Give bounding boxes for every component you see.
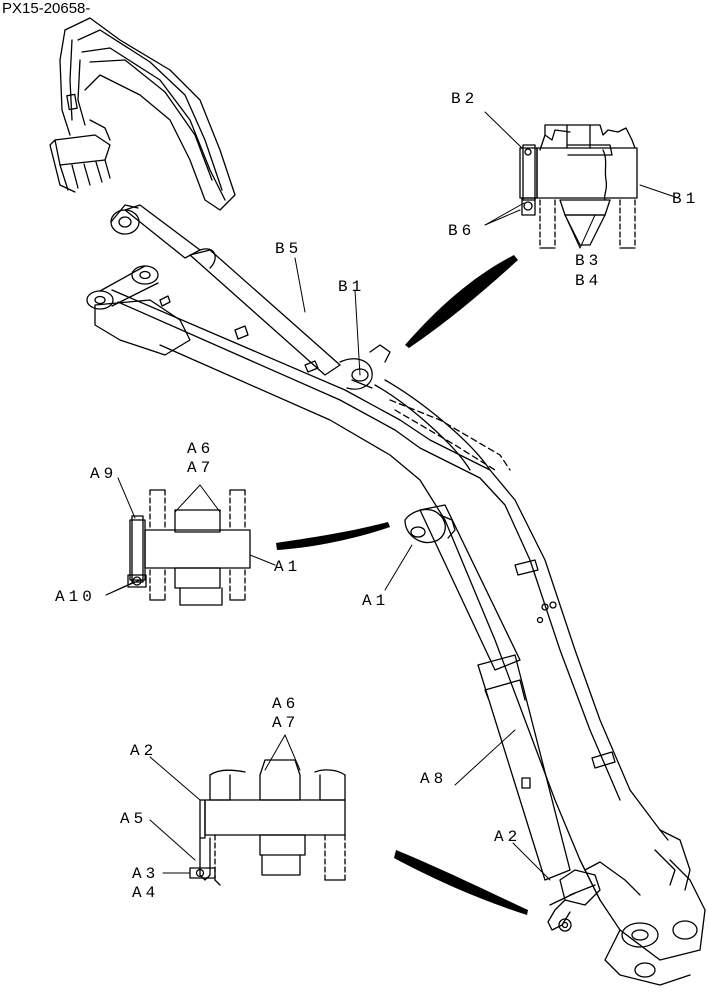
detail-pointers [276,255,528,915]
callout-a8: A8 [420,770,448,788]
callout-a6-top: A6 [187,440,215,458]
callout-b1-main: B1 [338,278,366,296]
callout-b6: B6 [448,222,476,240]
boom-cylinder [405,505,600,931]
detail-a-upper [128,490,250,605]
boom-body [87,266,705,985]
document-id: PX15-20658- [2,0,91,17]
callout-b5: B5 [275,240,303,258]
callout-a1-detail: A1 [274,558,302,576]
detail-b [520,125,637,248]
callout-a10: A10 [55,588,96,606]
arm-cylinder [111,205,390,389]
callout-a4: A4 [132,884,160,902]
callout-a2-main: A2 [494,828,522,846]
callout-a3: A3 [132,865,160,883]
callout-a6-bottom: A6 [272,695,300,713]
callout-a7-bottom: A7 [272,714,300,732]
callout-a7-top: A7 [187,459,215,477]
callout-b3: B3 [575,252,603,270]
callout-b1-detail: B1 [672,190,700,208]
detail-a-lower [190,760,345,885]
callout-b4: B4 [575,272,603,290]
thumbnail-boom [50,18,235,210]
callout-a9: A9 [90,465,118,483]
leader-lines [106,112,678,880]
callout-b2: B2 [451,90,479,108]
callout-a5: A5 [120,810,148,828]
callout-a2-detail: A2 [130,742,158,760]
callout-a1-main: A1 [362,592,390,610]
